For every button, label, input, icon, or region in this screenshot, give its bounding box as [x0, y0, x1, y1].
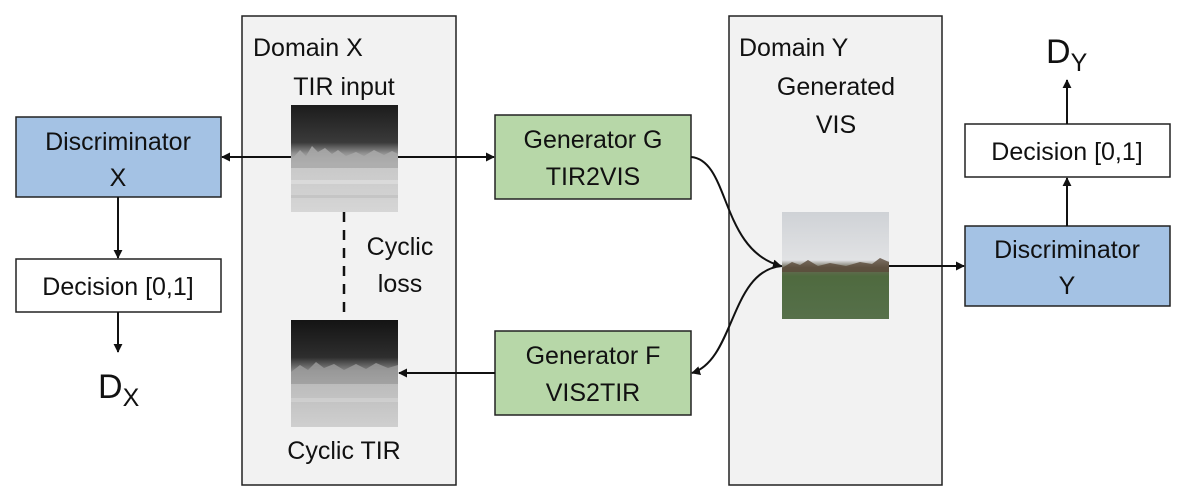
domain-y-title: Domain Y [739, 34, 849, 62]
output-dy-main: D [1046, 33, 1071, 71]
discriminator-y-label-line2: Y [1059, 272, 1076, 300]
cyclic-loss-label-line2: loss [378, 270, 422, 298]
output-dx-label: DX [98, 368, 140, 412]
decision-y-label: Decision [0,1] [991, 138, 1142, 166]
arrow-vis-to-generator-f [691, 265, 783, 375]
tir-input-label: TIR input [293, 73, 394, 101]
generator-f-label-line2: VIS2TIR [546, 379, 640, 407]
decision-x-box [15, 258, 222, 313]
generator-f-label-line1: Generator F [526, 342, 661, 370]
discriminator-x-box [15, 116, 222, 198]
output-dy-label: DY [1046, 33, 1088, 77]
cyclic-tir-label: Cyclic TIR [287, 437, 400, 465]
cyclic-loss-label-line1: Cyclic [367, 233, 434, 261]
output-dy-sub: Y [1071, 49, 1088, 77]
arrow-generator-g-to-vis [690, 156, 782, 269]
cyclic-tir-image [291, 320, 398, 427]
discriminator-x-label-line1: Discriminator [45, 128, 191, 156]
domain-x-title: Domain X [253, 34, 363, 62]
generated-vis-label-line2: VIS [816, 111, 856, 139]
generated-vis-image [782, 212, 889, 319]
decision-y-box [964, 123, 1171, 178]
decision-x-label: Decision [0,1] [42, 273, 193, 301]
generator-g-label-line1: Generator G [524, 126, 663, 154]
generator-g-box [494, 114, 692, 200]
output-dx-main: D [98, 368, 123, 406]
discriminator-x-label-line2: X [110, 164, 127, 192]
output-dx-sub: X [123, 384, 140, 412]
discriminator-y-box [964, 225, 1171, 307]
generator-g-label-line2: TIR2VIS [546, 163, 640, 191]
tir-input-image [291, 105, 398, 212]
discriminator-y-label-line1: Discriminator [994, 236, 1140, 264]
generated-vis-label-line1: Generated [777, 73, 895, 101]
